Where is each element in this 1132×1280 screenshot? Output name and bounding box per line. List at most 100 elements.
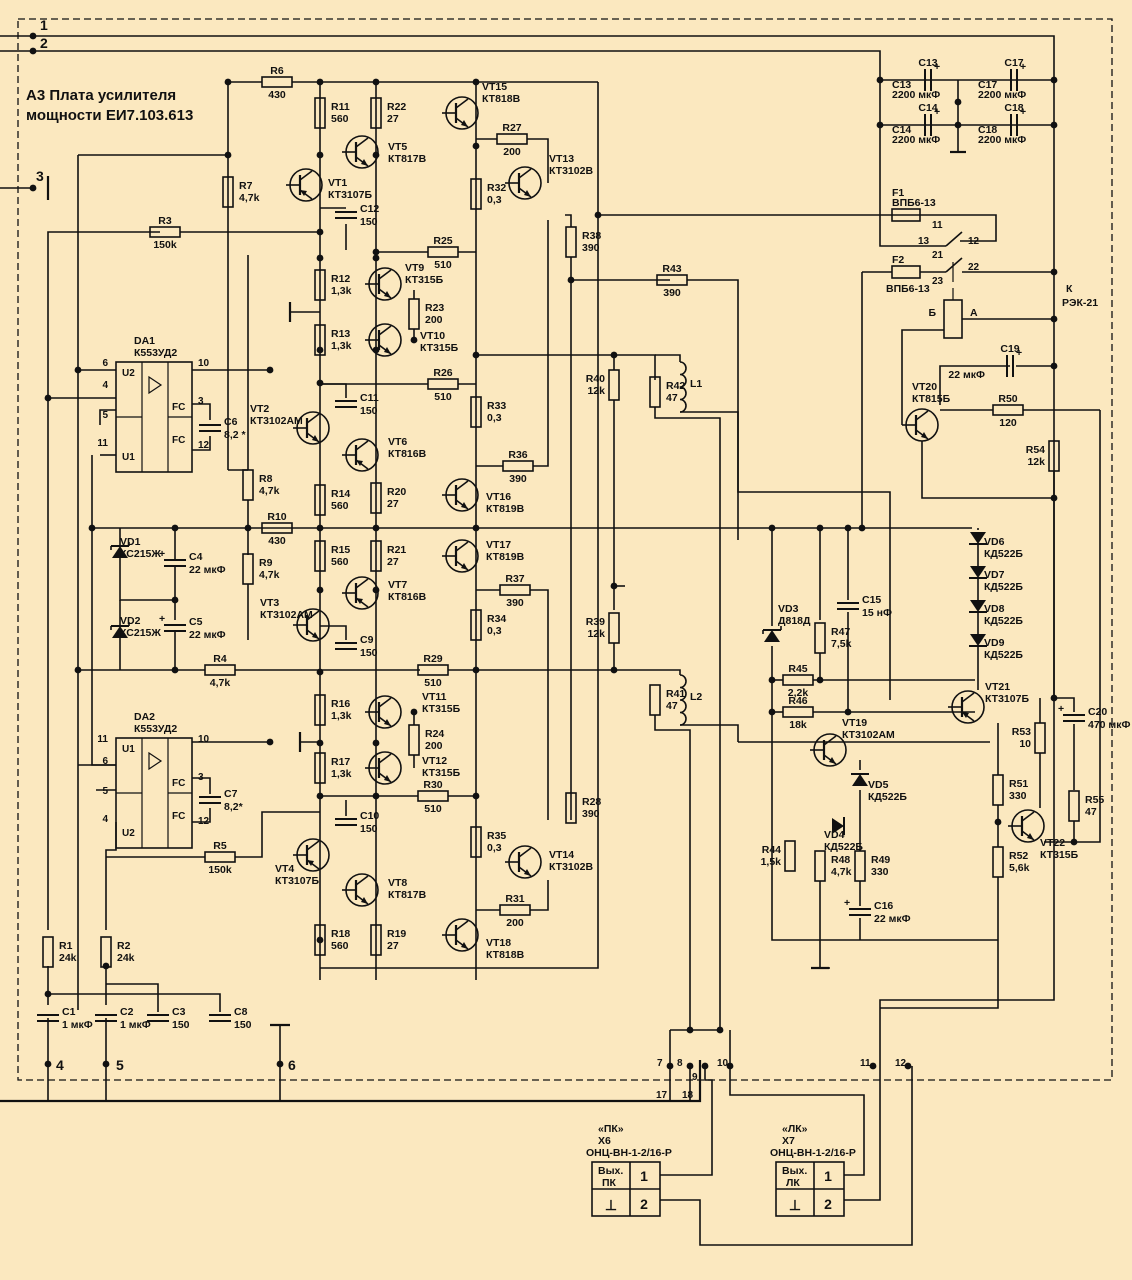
resistor-value: 430 <box>268 89 286 101</box>
junction-dot <box>876 76 884 84</box>
wire <box>192 777 211 794</box>
emitter-arrow <box>361 897 368 904</box>
diode-type: КД522Б <box>824 841 863 853</box>
wire <box>518 168 532 179</box>
polarity-plus: + <box>1020 106 1026 118</box>
connector-ref: X6 <box>598 1135 611 1147</box>
capacitor-c7: C78,2* <box>199 788 244 813</box>
connector-pin-2: 2 <box>824 1196 832 1212</box>
resistor-ref: R39 <box>586 616 605 628</box>
resistor-body <box>649 376 661 408</box>
junction-dot <box>372 524 380 532</box>
transistor-ref: VT19 <box>842 717 867 729</box>
resistor-ref: R54 <box>1026 444 1045 456</box>
wire <box>378 269 392 280</box>
emitter-arrow <box>461 563 468 570</box>
resistor-ref: R46 <box>788 695 807 707</box>
wire <box>655 354 681 362</box>
wire <box>355 440 369 451</box>
fuse-ref: F2 <box>892 254 904 266</box>
resistor-value: 47 <box>1085 806 1097 818</box>
junction-dot <box>844 524 852 532</box>
junction-dot <box>316 346 324 354</box>
transistor-type: КТ3107Б <box>275 875 319 887</box>
opamp-fc1: FC <box>172 778 185 789</box>
wire <box>455 480 469 491</box>
resistor-ref: R34 <box>487 613 506 625</box>
transistor-ref: VT22 <box>1040 837 1065 849</box>
opamp-triangle-icon <box>148 751 163 771</box>
inductor-l2: L2 <box>679 674 702 726</box>
inductor-coil <box>679 674 687 726</box>
resistor-body <box>854 850 866 882</box>
resistor-body <box>499 904 531 916</box>
resistor-ref: R55 <box>1085 794 1104 806</box>
opamp-pin: 3 <box>198 396 204 407</box>
junction-dot <box>1050 268 1058 276</box>
wire <box>680 417 721 1030</box>
emitter-arrow <box>524 869 531 876</box>
emitter-arrow <box>1027 833 1034 840</box>
pin-4-label: 4 <box>56 1057 64 1073</box>
diode-type: КД522Б <box>984 548 1023 560</box>
transistor-ref: VT3 <box>260 597 279 609</box>
resistor-ref: R42 <box>666 380 685 392</box>
board-pin-label: 18 <box>682 1090 694 1101</box>
junction-dot <box>472 792 480 800</box>
wire <box>192 403 211 420</box>
capacitor-c1: C11 мкФ <box>37 1006 93 1031</box>
wire <box>844 1060 881 1201</box>
emitter-arrow <box>962 712 969 718</box>
resistor-body <box>784 840 796 872</box>
junction-dot <box>316 668 324 676</box>
junction-dot <box>472 142 480 150</box>
junction-dot <box>266 366 274 374</box>
junction-dot <box>1050 121 1058 129</box>
junction-dot <box>610 351 618 359</box>
resistor-ref: R16 <box>331 698 350 710</box>
resistor-ref: R50 <box>998 393 1017 405</box>
resistor-body <box>408 724 420 756</box>
resistor-body <box>242 553 254 585</box>
wire <box>0 35 1055 1060</box>
transistor-ref: VT5 <box>388 141 407 153</box>
emitter-arrow <box>829 757 836 764</box>
input-section <box>44 154 972 1012</box>
resistor-body <box>370 540 382 572</box>
transistor-type: КТ817В <box>388 889 427 901</box>
polarity-plus: + <box>1058 703 1064 715</box>
output-stage <box>320 78 997 1030</box>
opamp-pin: 12 <box>198 816 210 827</box>
opamp-type: К553УД2 <box>134 723 177 735</box>
junction-dot <box>994 818 1002 826</box>
resistor-ref: R17 <box>331 756 350 768</box>
resistor-value: 150k <box>153 239 177 251</box>
capacitor-c19: +C19 <box>1000 343 1022 377</box>
resistor-body <box>370 97 382 129</box>
connector-pin-1: 1 <box>640 1168 648 1184</box>
resistor-value: 10 <box>1019 738 1031 750</box>
resistor-ref: R40 <box>586 373 605 385</box>
resistor-value: 510 <box>434 391 452 403</box>
resistor-value: 4,7k <box>259 485 280 497</box>
resistor-body <box>470 826 482 858</box>
